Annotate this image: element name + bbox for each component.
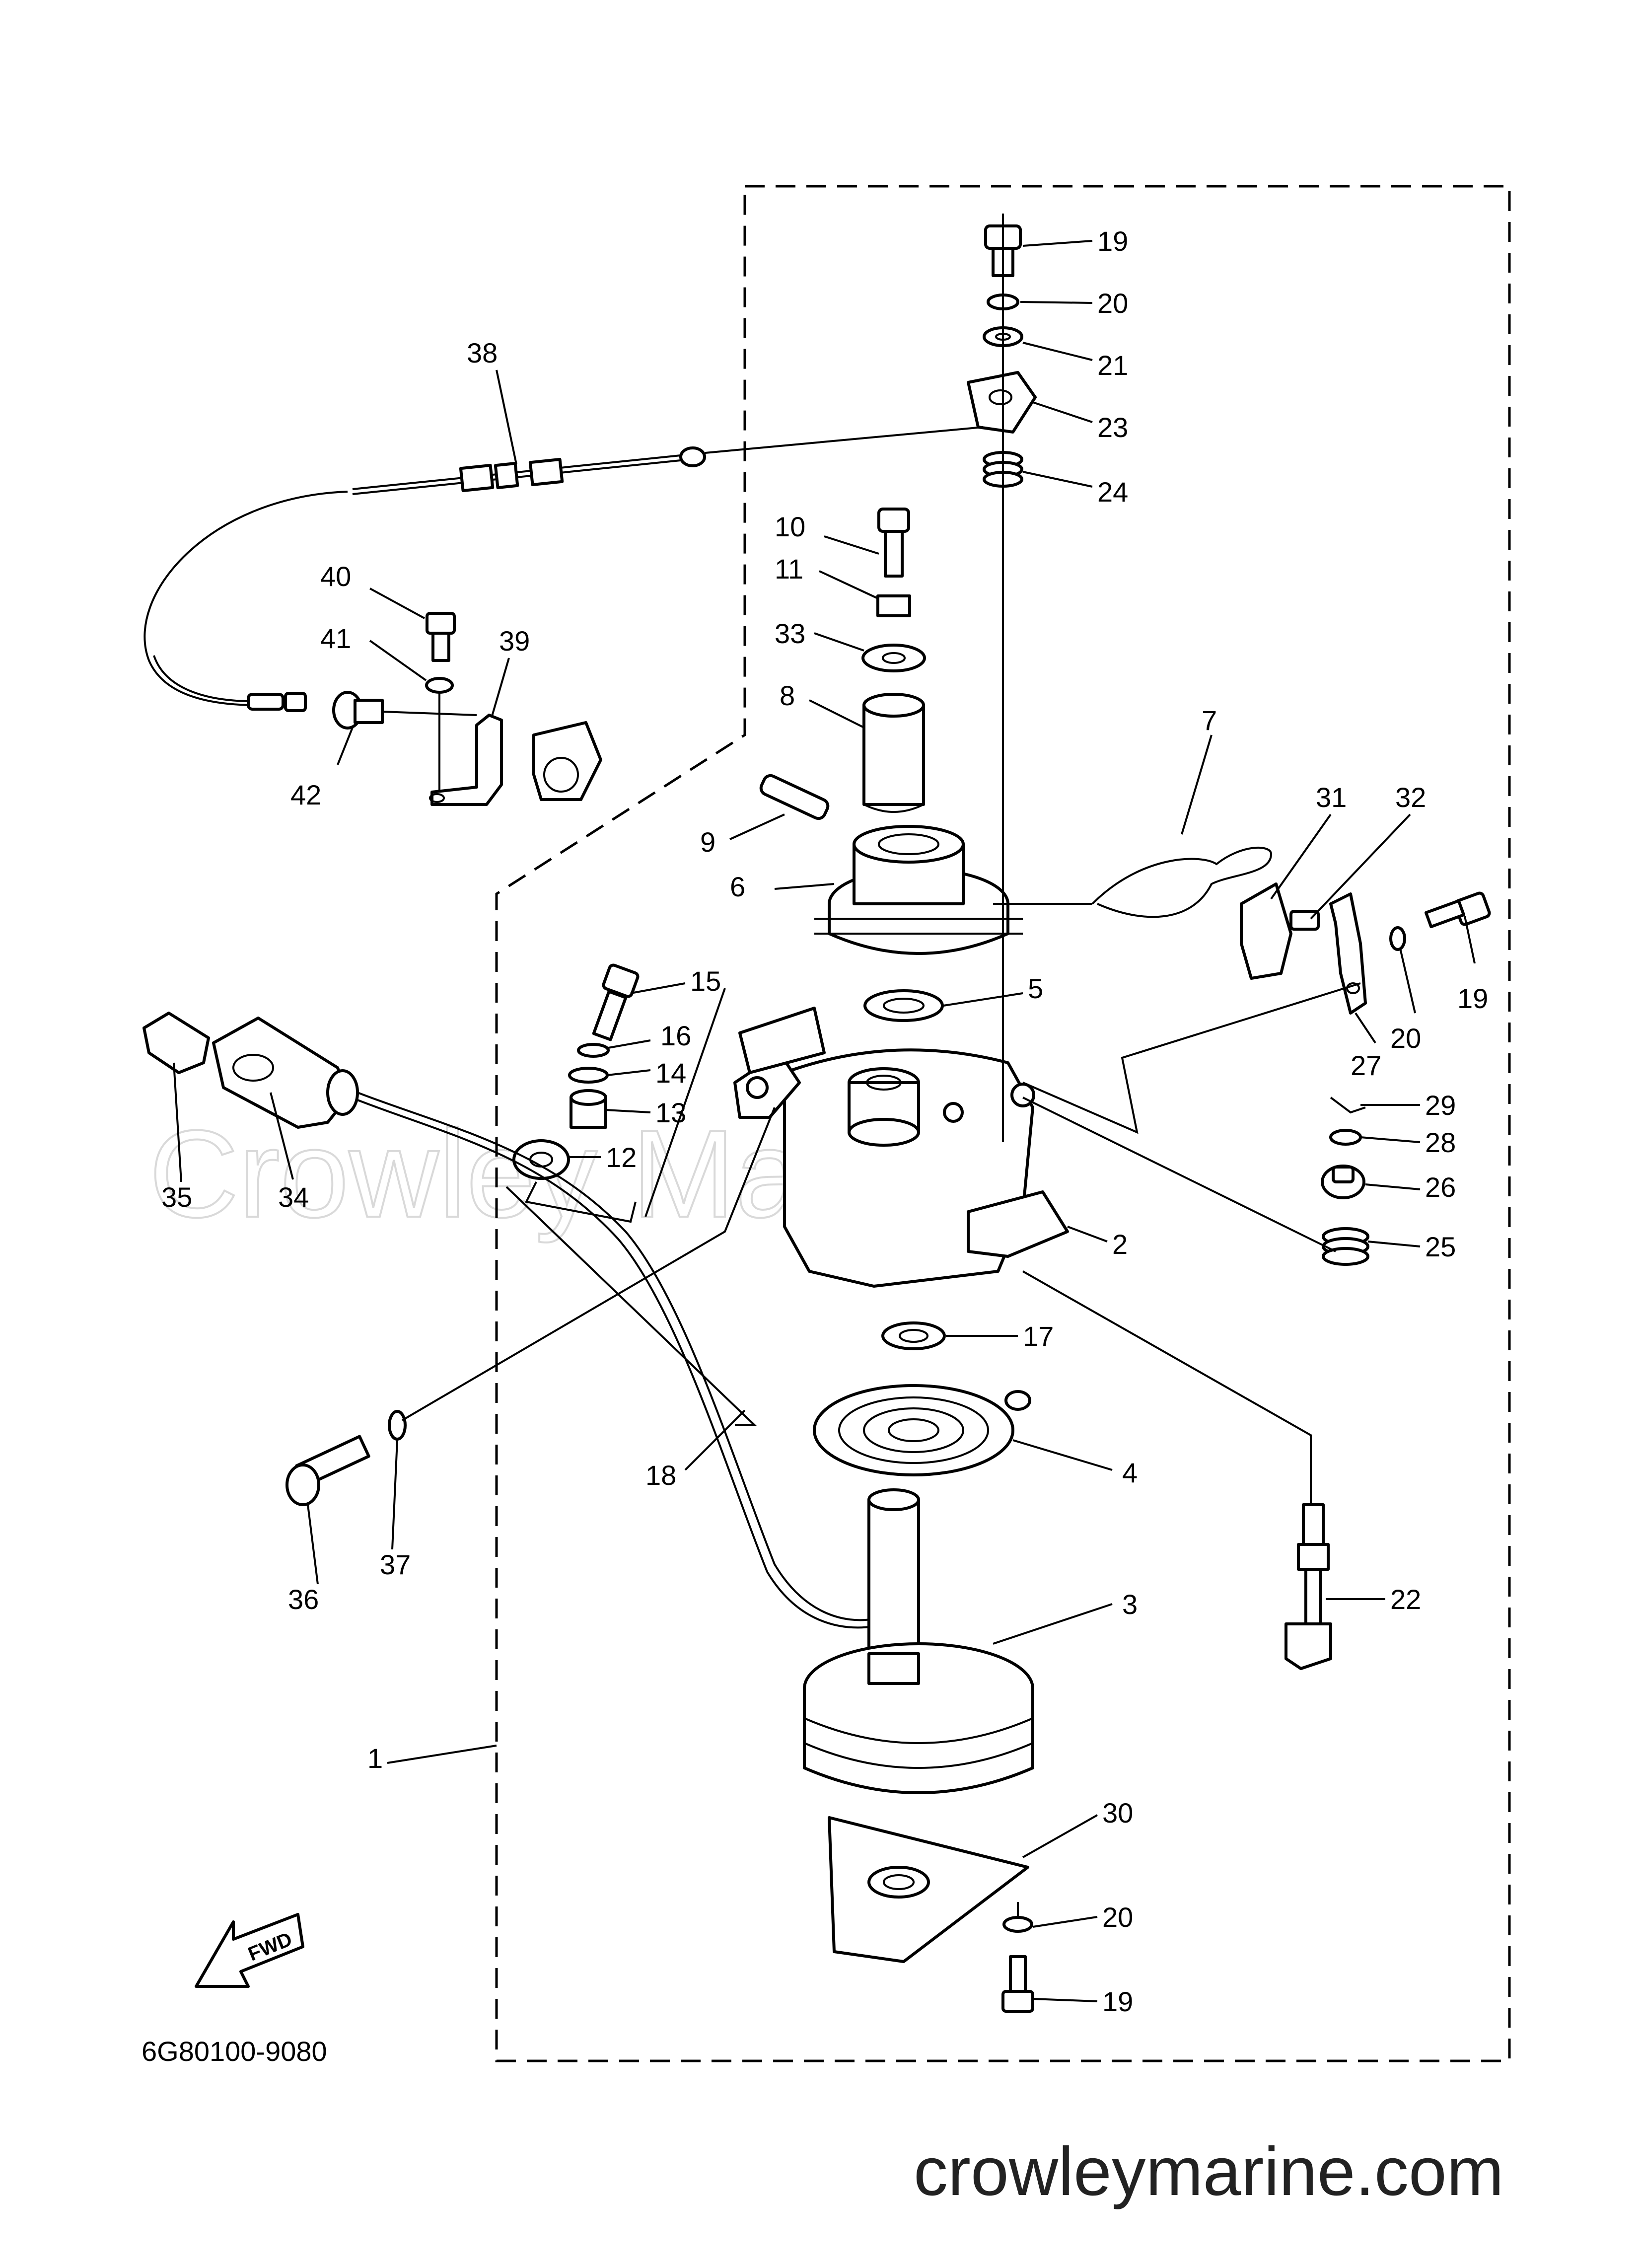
- assembly-boundary: [495, 185, 1511, 2062]
- callout-7: 7: [1202, 705, 1217, 736]
- callout-2: 2: [1112, 1229, 1128, 1260]
- callout-19-right: 19: [1457, 983, 1488, 1014]
- callout-16: 16: [660, 1020, 691, 1051]
- callout-5: 5: [1028, 973, 1043, 1004]
- callout-26: 26: [1425, 1171, 1456, 1203]
- callout-40: 40: [320, 561, 351, 592]
- callout-34: 34: [278, 1181, 309, 1213]
- callout-41: 41: [320, 623, 351, 654]
- callout-19-top: 19: [1097, 225, 1128, 257]
- callout-labels: 1 2 3 4 5 6 7 8 9 10 11 12 13 14 15 16 1…: [161, 225, 1488, 2017]
- callout-9: 9: [700, 826, 715, 858]
- website-url: crowleymarine.com: [914, 2133, 1504, 2210]
- callout-21: 21: [1097, 350, 1128, 381]
- drawing-code: 6G80100-9080: [142, 2036, 327, 2067]
- callout-19-bottom: 19: [1102, 1986, 1133, 2017]
- callout-18: 18: [645, 1460, 676, 1491]
- callout-29: 29: [1425, 1090, 1456, 1121]
- callout-20-right: 20: [1390, 1023, 1421, 1054]
- callout-39: 39: [499, 625, 530, 657]
- callout-10: 10: [775, 511, 805, 542]
- callout-6: 6: [730, 871, 745, 902]
- callout-24: 24: [1097, 476, 1128, 508]
- callout-36: 36: [288, 1584, 319, 1615]
- callout-17: 17: [1023, 1320, 1054, 1352]
- callout-8: 8: [780, 680, 795, 711]
- callout-20-bottom: 20: [1102, 1902, 1133, 1933]
- leader-lines: [173, 214, 1476, 2002]
- forward-arrow-icon: [195, 1913, 304, 1988]
- callout-28: 28: [1425, 1127, 1456, 1158]
- callout-13: 13: [655, 1097, 686, 1128]
- callout-12: 12: [606, 1142, 637, 1173]
- callout-31: 31: [1316, 782, 1347, 813]
- callout-38: 38: [467, 337, 498, 368]
- callout-42: 42: [290, 779, 321, 810]
- callout-33: 33: [775, 618, 805, 649]
- callout-20-top: 20: [1097, 288, 1128, 319]
- callout-37: 37: [380, 1549, 411, 1580]
- callout-30: 30: [1102, 1797, 1133, 1829]
- callout-22: 22: [1390, 1584, 1421, 1615]
- callout-11: 11: [775, 553, 803, 585]
- callout-23: 23: [1097, 412, 1128, 443]
- callout-4: 4: [1122, 1457, 1138, 1488]
- callout-35: 35: [161, 1181, 192, 1213]
- callout-25: 25: [1425, 1231, 1456, 1262]
- callout-15: 15: [690, 965, 721, 997]
- callout-32: 32: [1395, 782, 1426, 813]
- callout-27: 27: [1351, 1050, 1381, 1081]
- callout-14: 14: [655, 1057, 686, 1089]
- callout-1: 1: [367, 1743, 383, 1774]
- callout-3: 3: [1122, 1589, 1138, 1620]
- part-shapes: [143, 224, 1491, 2013]
